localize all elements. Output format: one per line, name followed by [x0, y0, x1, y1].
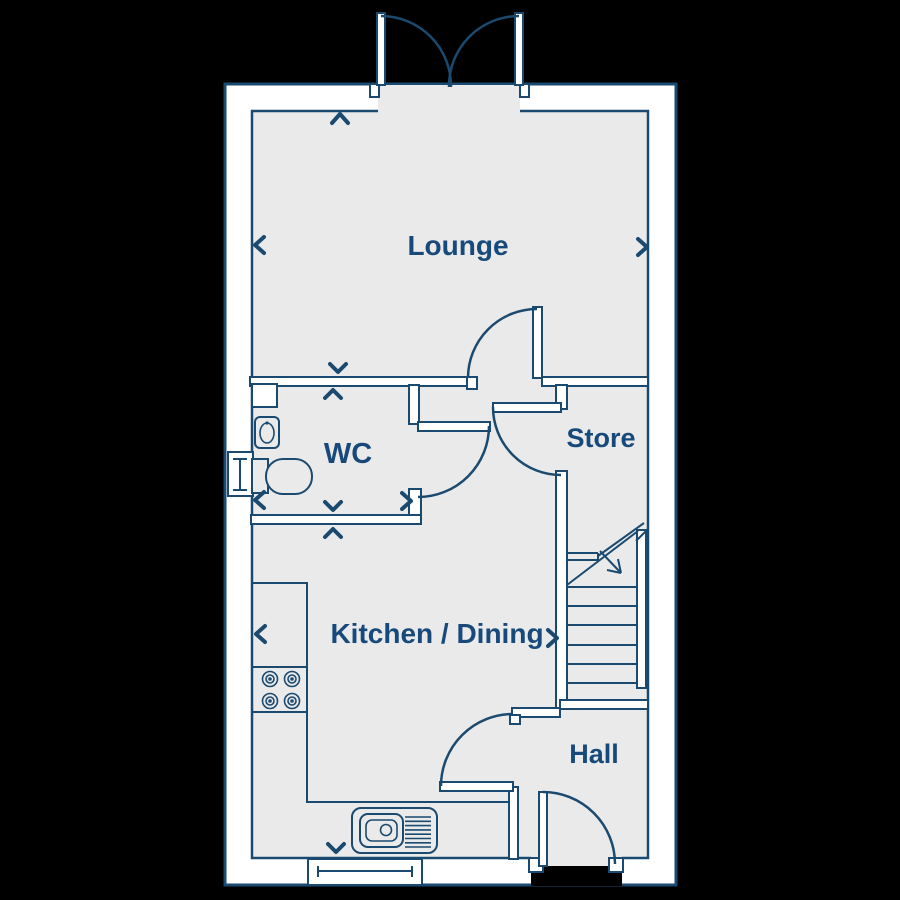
- stair-stringer-cap: [635, 528, 649, 542]
- door-swing-arc: [542, 790, 617, 865]
- door-jamb: [369, 83, 380, 98]
- chevron-left-icon: [253, 235, 266, 255]
- wall-stairs-hall: [559, 699, 649, 710]
- chevron-down-icon: [323, 500, 343, 512]
- chevron-left-icon: [254, 624, 267, 644]
- basin-tap: [265, 421, 269, 425]
- lounge-door-leaf: [532, 306, 543, 379]
- door-swing-arc: [466, 307, 538, 379]
- room-label-lounge: Lounge: [407, 230, 508, 261]
- wall-wc-right-upper: [408, 384, 420, 425]
- duct-box: [251, 383, 278, 408]
- chevron-right-icon: [400, 491, 413, 511]
- window-glazing: [317, 866, 413, 877]
- building-shell: [223, 82, 678, 887]
- hob-burners: [261, 670, 301, 710]
- kitchen-window-icon: [307, 858, 423, 886]
- toilet-bowl: [265, 458, 313, 495]
- staircase-up-icon: [566, 522, 649, 689]
- front-door-opening: [531, 866, 622, 886]
- chevron-right-icon: [546, 628, 559, 648]
- sink-drain: [379, 823, 393, 837]
- front-door-threshold: [531, 856, 622, 866]
- hob-icon: [252, 666, 307, 713]
- sink-basin-outer: [359, 813, 404, 848]
- french-door-opening: [378, 85, 520, 113]
- door-swing-arc: [439, 712, 514, 787]
- wall-store-stairs-left: [555, 470, 568, 710]
- hob-outline: [252, 666, 307, 713]
- room-label-store: Store: [566, 423, 635, 453]
- window-glazing: [233, 458, 247, 491]
- basin-icon: [254, 416, 280, 449]
- toilet-icon: [251, 458, 313, 495]
- store-door-leaf: [492, 402, 562, 413]
- internal-doors: [417, 306, 562, 792]
- stair-landing-edge: [567, 552, 599, 561]
- chevron-up-icon: [323, 388, 343, 400]
- chevron-down-icon: [326, 842, 346, 854]
- french-doors-icon: [369, 12, 530, 113]
- front-door-icon: [528, 790, 624, 886]
- wc-fixtures: [251, 383, 313, 495]
- internal-walls: [249, 376, 649, 860]
- chevron-down-icon: [328, 362, 348, 374]
- door-jamb: [466, 376, 478, 390]
- room-label-hall: Hall: [569, 739, 619, 769]
- stair-direction-arrow: [599, 550, 622, 574]
- wall-lounge-store: [541, 376, 649, 387]
- chevron-up-icon: [330, 112, 350, 125]
- stair-winder-tread: [597, 522, 645, 557]
- chevron-left-icon: [253, 490, 266, 510]
- sink-drainer-lines: [405, 816, 431, 848]
- stair-treads: [567, 586, 637, 684]
- stair-break-line: [566, 530, 639, 586]
- sink-basin-inner: [365, 819, 398, 842]
- stair-stringer: [636, 529, 647, 689]
- door-jamb: [509, 714, 521, 725]
- room-label-wc: WC: [324, 438, 372, 470]
- chevron-up-icon: [323, 527, 343, 539]
- door-swing-arc: [417, 425, 491, 499]
- room-labels: Lounge WC Store Kitchen / Dining Hall: [324, 230, 636, 769]
- kitchen-door-leaf: [439, 781, 514, 792]
- french-door-leaf-right: [514, 12, 524, 86]
- front-door-leaf: [538, 791, 548, 867]
- counter-edge: [252, 582, 510, 803]
- door-swing-arc: [447, 14, 520, 88]
- wc-window-icon: [227, 451, 254, 497]
- wall-hall-top: [511, 707, 561, 718]
- chevron-right-icon: [636, 237, 649, 257]
- french-door-leaf-left: [376, 12, 386, 86]
- wall-wc-bottom: [250, 514, 422, 525]
- basin-outline: [254, 416, 280, 449]
- kitchen-fixtures: [252, 582, 510, 854]
- wall-lounge-wc: [249, 376, 468, 387]
- door-swing-arc: [491, 406, 562, 477]
- door-jamb: [519, 83, 530, 98]
- sink-icon: [351, 807, 438, 854]
- wc-door-leaf: [417, 421, 491, 432]
- wall-kitchen-hall: [508, 786, 519, 860]
- room-label-kitchen-dining: Kitchen / Dining: [330, 618, 543, 649]
- dimension-chevrons: [253, 112, 649, 854]
